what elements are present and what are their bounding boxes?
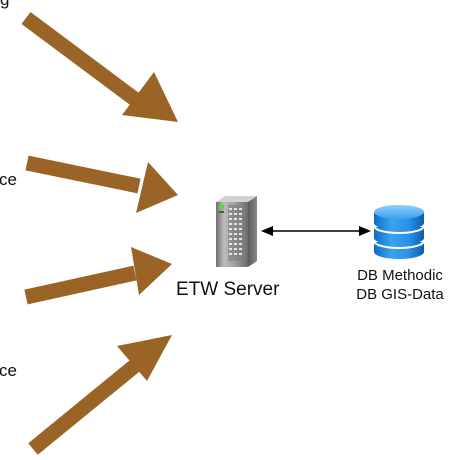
database-label: DB Methodic DB GIS-Data (344, 266, 456, 304)
server-db-connector (261, 226, 371, 236)
input-arrow-2 (25, 155, 178, 213)
server-label: ETW Server (176, 279, 280, 300)
database-label-line-1: DB Methodic (357, 267, 443, 284)
input-arrow-4 (28, 335, 172, 455)
database-cylinder-icon (373, 205, 425, 259)
cut-label-top: g (0, 0, 9, 9)
server-tower-icon (216, 196, 257, 267)
input-arrow-3 (24, 247, 172, 305)
cut-label-left-2: ce (0, 361, 17, 380)
input-arrow-1 (21, 11, 178, 122)
cut-label-left-1: ce (0, 170, 17, 189)
database-label-line-2: DB GIS-Data (356, 286, 444, 303)
